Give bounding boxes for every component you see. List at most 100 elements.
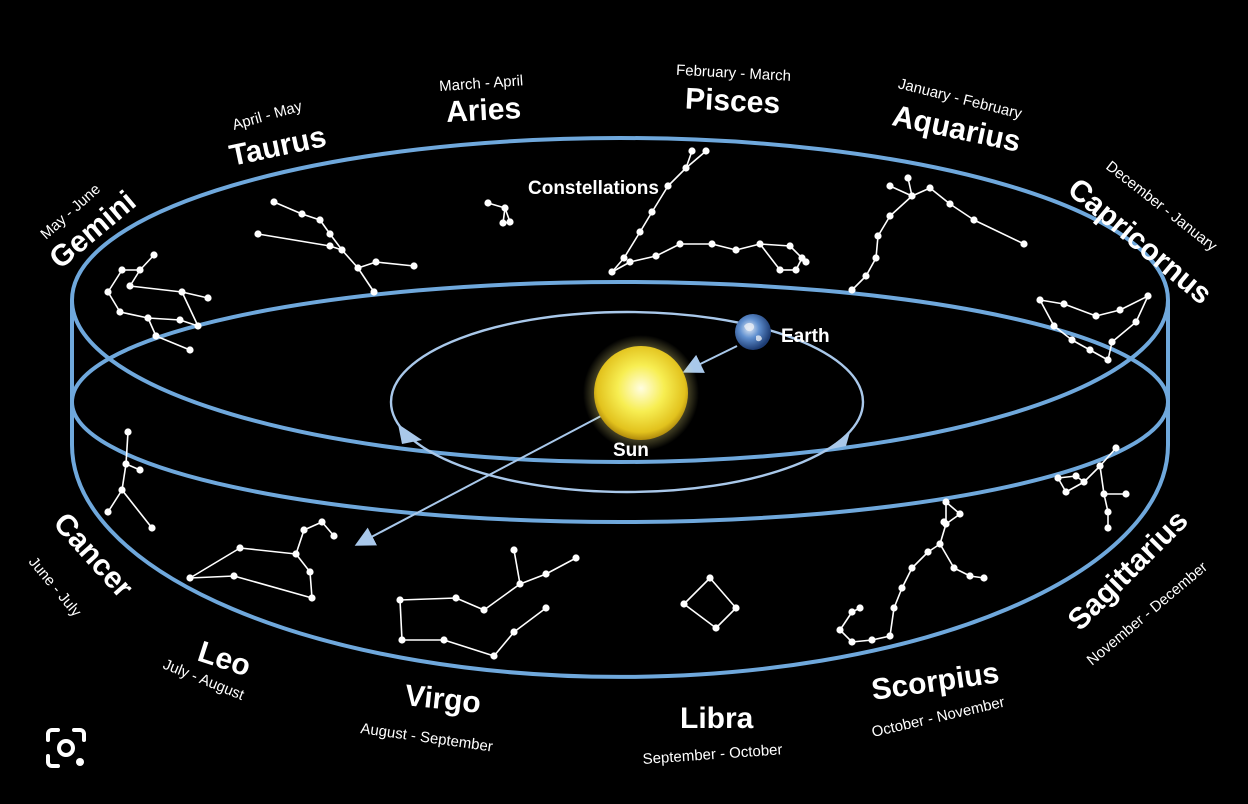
scorpius-star: [868, 636, 876, 644]
gemini-star: [186, 346, 194, 354]
virgo-line: [443, 639, 495, 657]
pisces-constellation: [608, 147, 810, 276]
pisces-star: [708, 240, 716, 248]
aries-star: [499, 219, 507, 227]
sagittarius-star: [1122, 490, 1130, 498]
gemini-star: [204, 294, 212, 302]
gemini-star: [144, 314, 152, 322]
pisces-star: [756, 240, 764, 248]
virgo-star: [542, 604, 550, 612]
gemini-star: [178, 288, 186, 296]
leo-label: Leo July - August: [161, 635, 255, 704]
sagittarius-star: [1062, 488, 1070, 496]
aquarius-line: [875, 235, 879, 259]
capricornus-star: [1068, 336, 1076, 344]
scorpius-star: [942, 498, 950, 506]
pisces-name: Pisces: [684, 82, 781, 120]
scorpius-star: [856, 604, 864, 612]
constellation-figures: [104, 147, 1152, 660]
taurus-line: [375, 261, 415, 267]
aquarius-star: [904, 174, 912, 182]
leo-line: [309, 571, 313, 599]
capricornus-star: [1036, 296, 1044, 304]
cancer-star: [118, 486, 126, 494]
taurus-line: [357, 267, 375, 293]
scorpius-line: [889, 607, 895, 637]
gemini-star: [150, 251, 158, 259]
scorpius-star: [956, 510, 964, 518]
pisces-star: [802, 258, 810, 266]
sagittarius-star: [1100, 490, 1108, 498]
pisces-line: [655, 243, 681, 257]
cancer-line: [121, 463, 127, 491]
capricornus-line: [1039, 299, 1055, 327]
google-lens-icon[interactable]: [44, 726, 88, 770]
capricornus-star: [1086, 346, 1094, 354]
capricornus-line: [1053, 325, 1073, 341]
virgo-line: [483, 583, 521, 611]
orbit-ellipse: [389, 310, 865, 494]
capricornus-line: [1119, 295, 1149, 311]
pisces-dates: February - March: [676, 62, 792, 85]
libra-constellation: [680, 574, 740, 632]
virgo-star: [510, 546, 518, 554]
gemini-line: [107, 269, 123, 293]
cancer-dates: June - July: [25, 554, 85, 621]
aquarius-line: [889, 185, 913, 197]
gemini-star: [194, 322, 202, 330]
sun-to-leo-arrow: [354, 405, 621, 546]
cancer-line: [121, 489, 153, 529]
capricornus-line: [1135, 295, 1149, 323]
aquarius-line: [889, 195, 913, 217]
gemini-line: [147, 317, 181, 321]
leo-star: [236, 544, 244, 552]
aquarius-star: [908, 192, 916, 200]
sagittarius-star: [1072, 472, 1080, 480]
pisces-star: [702, 147, 710, 155]
libra-line: [683, 577, 711, 605]
virgo-star: [452, 594, 460, 602]
leo-star: [292, 550, 300, 558]
scorpius-line: [901, 567, 913, 589]
virgo-star: [490, 652, 498, 660]
leo-line: [189, 575, 235, 579]
capricornus-star: [1144, 292, 1152, 300]
virgo-label: Virgo August - September: [359, 679, 493, 755]
sagittarius-star: [1104, 508, 1112, 516]
gemini-line: [181, 291, 199, 327]
pisces-line: [623, 231, 641, 259]
libra-dates: September - October: [642, 741, 783, 768]
pisces-line: [685, 150, 707, 169]
libra-label: Libra September - October: [642, 702, 783, 768]
capricornus-star: [1092, 312, 1100, 320]
scorpius-line: [939, 543, 955, 569]
leo-star: [318, 518, 326, 526]
virgo-star: [398, 636, 406, 644]
pisces-line: [651, 185, 669, 213]
aquarius-star: [874, 232, 882, 240]
aquarius-star: [862, 272, 870, 280]
earth-continents: [744, 322, 762, 342]
libra-star: [732, 604, 740, 612]
aquarius-line: [973, 219, 1025, 245]
pisces-star: [682, 164, 690, 172]
leo-star: [230, 572, 238, 580]
aries-dates: March - April: [439, 72, 524, 95]
taurus-star: [298, 210, 306, 218]
virgo-line: [455, 597, 485, 611]
leo-line: [233, 575, 313, 599]
constellations-label: Constellations: [528, 178, 659, 199]
scorpius-star: [908, 564, 916, 572]
capricornus-star: [1116, 306, 1124, 314]
aquarius-line: [929, 187, 951, 205]
aquarius-star: [970, 216, 978, 224]
taurus-label: April - May Taurus: [227, 98, 330, 173]
taurus-line: [257, 233, 331, 247]
virgo-name: Virgo: [403, 679, 482, 720]
virgo-line: [545, 557, 577, 575]
gemini-star: [104, 288, 112, 296]
scorpius-star: [936, 540, 944, 548]
capricornus-line: [1063, 303, 1097, 317]
gemini-line: [181, 291, 209, 299]
